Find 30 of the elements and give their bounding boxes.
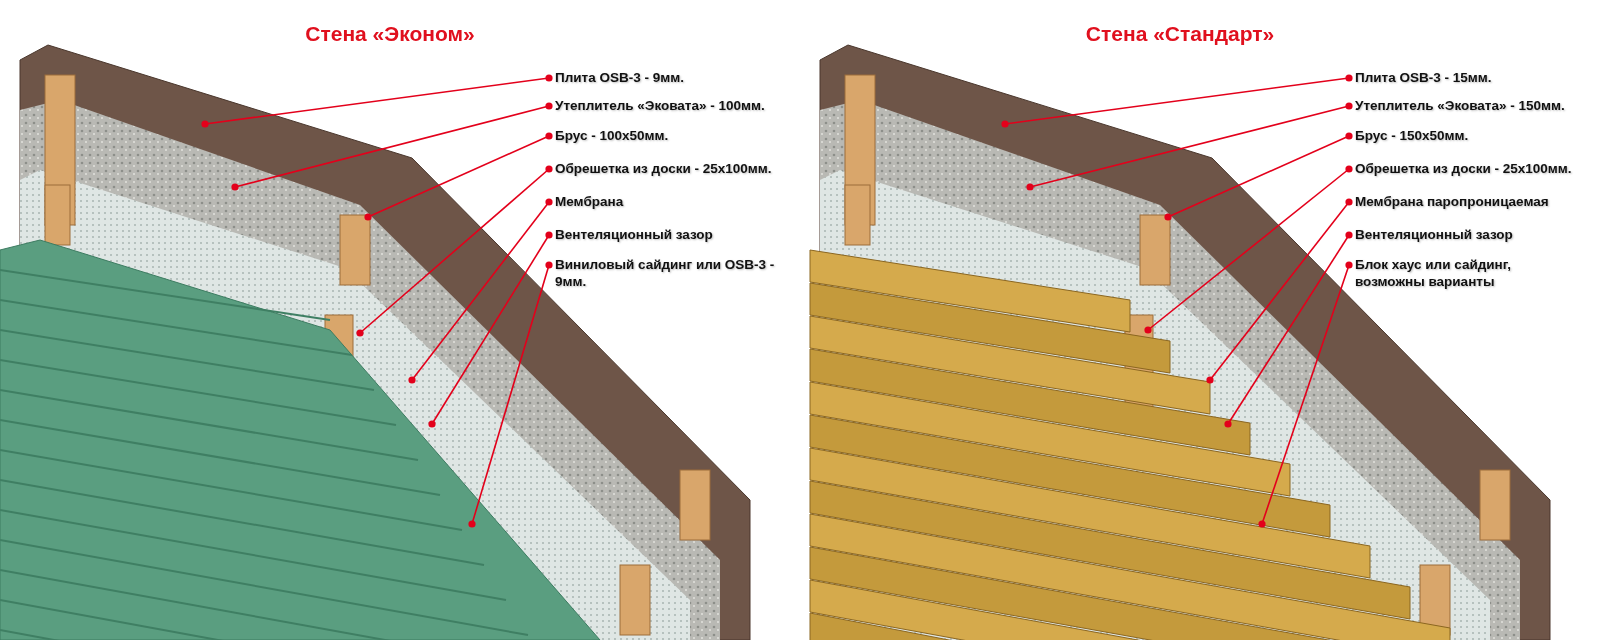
- leader-line: [364, 132, 553, 221]
- callout-label: Виниловый сайдинг или OSB-3 - 9мм.: [555, 256, 775, 290]
- callout-label: Брус - 150х50мм.: [1355, 127, 1575, 144]
- callout-label: Мембрана паропроницаемая: [1355, 193, 1575, 210]
- callout-label: Плита OSB-3 - 9мм.: [555, 69, 775, 86]
- leader-line: [1224, 231, 1353, 428]
- callout-label: Вентеляционный зазор: [1355, 226, 1575, 243]
- callout-label: Утеплитель «Эковата» - 150мм.: [1355, 97, 1575, 114]
- callout-label: Вентеляционный зазор: [555, 226, 775, 243]
- leader-line: [1258, 261, 1353, 528]
- leader-line: [1144, 165, 1353, 334]
- leader-line: [356, 165, 553, 337]
- callout-label: Обрешетка из доски - 25х100мм.: [555, 160, 775, 177]
- leader-line: [1164, 132, 1353, 221]
- leader-line: [428, 231, 553, 428]
- leader-line: [1206, 198, 1353, 384]
- callout-label: Мембрана: [555, 193, 775, 210]
- wall-title: Стена «Эконом»: [305, 22, 475, 46]
- leader-line: [1001, 74, 1353, 128]
- callout-label: Плита OSB-3 - 15мм.: [1355, 69, 1575, 86]
- callout-label: Блок хаус или сайдинг, возможны варианты: [1355, 256, 1575, 290]
- leader-line: [468, 261, 553, 528]
- callout-label: Утеплитель «Эковата» - 100мм.: [555, 97, 775, 114]
- leader-line: [231, 102, 553, 191]
- leader-line: [1026, 102, 1353, 191]
- callout-label: Брус - 100х50мм.: [555, 127, 775, 144]
- wall-title: Стена «Стандарт»: [1085, 22, 1275, 46]
- leader-line: [201, 74, 553, 128]
- callout-label: Обрешетка из доски - 25х100мм.: [1355, 160, 1575, 177]
- leader-line: [408, 198, 553, 384]
